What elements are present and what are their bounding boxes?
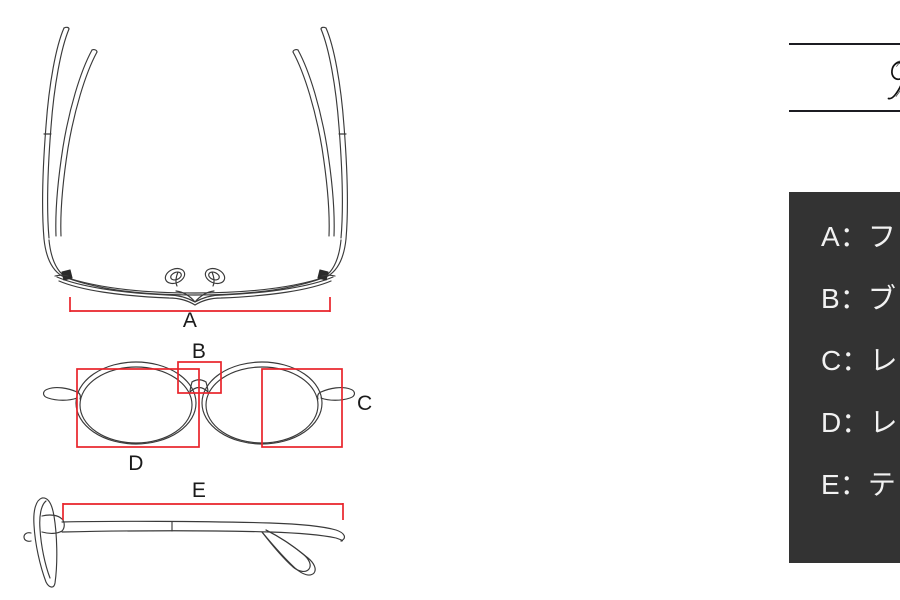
dimension-label-e: E — [191, 479, 207, 502]
spec-key: D — [821, 406, 842, 438]
spec-name: レンズ横幅 — [869, 406, 900, 438]
spec-column: NP-741 フレームサイズ A：フロント全長 135mm B：ブリッジ幅 17… — [390, 0, 900, 600]
spec-separator: ： — [839, 468, 868, 500]
spec-label: C：レンズ上下幅 — [821, 344, 900, 376]
glasses-temple-side-view — [0, 478, 390, 596]
dimension-label-b: B — [191, 340, 207, 363]
spec-name: フロント全長 — [867, 220, 900, 252]
spec-label: A：フロント全長 — [821, 220, 900, 252]
header-rule-top — [789, 43, 900, 45]
spec-separator: ： — [841, 406, 870, 438]
glasses-top-view — [0, 14, 390, 332]
spec-separator: ： — [839, 220, 868, 252]
spec-label: D：レンズ横幅 — [821, 406, 900, 438]
spec-separator: ： — [841, 344, 870, 376]
dimension-label-c: C — [357, 392, 373, 415]
spec-key: A — [821, 220, 840, 252]
table-row: B：ブリッジ幅 17mm — [821, 282, 900, 347]
spec-key: E — [821, 468, 840, 500]
glasses-temple-side-view-icon — [23, 497, 345, 588]
frame-size-subtitle: フレームサイズ — [789, 126, 900, 162]
spec-key: C — [821, 344, 842, 376]
dimension-boxes-front — [76, 361, 343, 448]
table-row: D：レンズ横幅 49mm — [821, 406, 900, 471]
table-row: E：テンプル長 139mm — [821, 468, 900, 533]
dimension-bracket-e — [62, 503, 344, 520]
glasses-front-view — [0, 336, 390, 476]
spec-label: E：テンプル長 — [821, 468, 900, 500]
dimension-box-d — [76, 368, 200, 448]
table-row: A：フロント全長 135mm — [821, 220, 900, 285]
table-row: C：レンズ上下幅 33mm — [821, 344, 900, 409]
spec-label: B：ブリッジ幅 — [821, 282, 900, 314]
brand-row: NP-741 — [789, 46, 900, 110]
spec-name: ブリッジ幅 — [867, 282, 900, 314]
spec-separator: ： — [839, 282, 868, 314]
dimension-label-a: A — [182, 309, 198, 332]
dimension-bracket-a — [69, 297, 331, 312]
spec-name: レンズ上下幅 — [869, 344, 900, 376]
999.9-brand-logo-icon — [887, 60, 900, 100]
spec-name: テンプル長 — [867, 468, 900, 500]
header-rule-bottom — [789, 110, 900, 112]
dimension-box-c — [261, 368, 343, 448]
dimension-label-d: D — [128, 452, 144, 475]
frame-size-table: A：フロント全長 135mm B：ブリッジ幅 17mm C：レンズ上下幅 33m… — [789, 192, 900, 563]
glasses-top-view-icon — [41, 26, 349, 306]
drawings-column: A — [0, 0, 390, 600]
spec-key: B — [821, 282, 840, 314]
